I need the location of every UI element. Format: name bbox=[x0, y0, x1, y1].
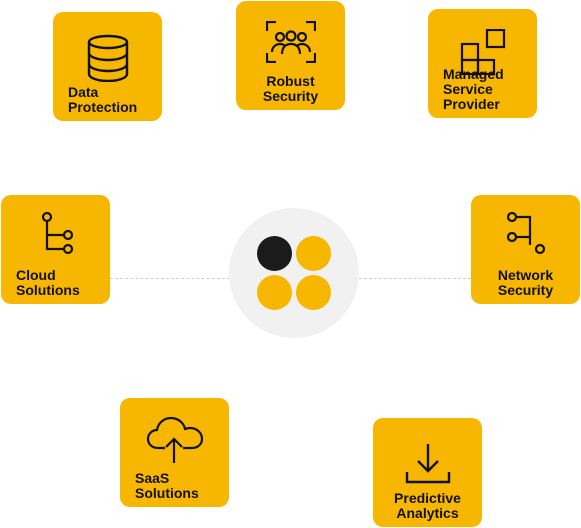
cloud-upload-icon bbox=[146, 415, 204, 465]
card-saas-solutions[interactable]: SaaS Solutions bbox=[120, 398, 229, 507]
card-label: Data Protection bbox=[68, 84, 138, 115]
card-predictive-analytics[interactable]: Predictive Analytics bbox=[373, 418, 482, 527]
logo-dot-yellow bbox=[257, 275, 292, 310]
connector-left bbox=[110, 278, 230, 279]
branch-icon bbox=[34, 211, 78, 257]
card-data-protection[interactable]: Data Protection bbox=[53, 12, 162, 121]
database-icon bbox=[86, 34, 130, 82]
team-scan-icon bbox=[265, 21, 316, 63]
card-label: Cloud Solutions bbox=[16, 267, 80, 298]
logo-dot-yellow bbox=[296, 236, 331, 271]
card-robust-security[interactable]: Robust Security bbox=[236, 1, 345, 110]
card-label: Managed Service Provider bbox=[443, 66, 504, 112]
central-hub bbox=[229, 208, 359, 338]
card-cloud-solutions[interactable]: Cloud Solutions bbox=[1, 195, 110, 304]
card-label: Network Security bbox=[497, 267, 554, 298]
card-label: Predictive Analytics bbox=[394, 490, 461, 521]
card-label: Robust Security bbox=[262, 73, 319, 104]
logo-dot-dark bbox=[257, 236, 292, 271]
connector-right bbox=[359, 278, 471, 279]
network-branch-icon bbox=[504, 211, 548, 257]
card-label: SaaS Solutions bbox=[135, 470, 199, 501]
download-icon bbox=[404, 442, 452, 484]
card-network-security[interactable]: Network Security bbox=[471, 195, 580, 304]
logo-dot-yellow bbox=[296, 275, 331, 310]
blocks-icon bbox=[459, 29, 507, 75]
card-managed-service-provider[interactable]: Managed Service Provider bbox=[428, 9, 537, 118]
